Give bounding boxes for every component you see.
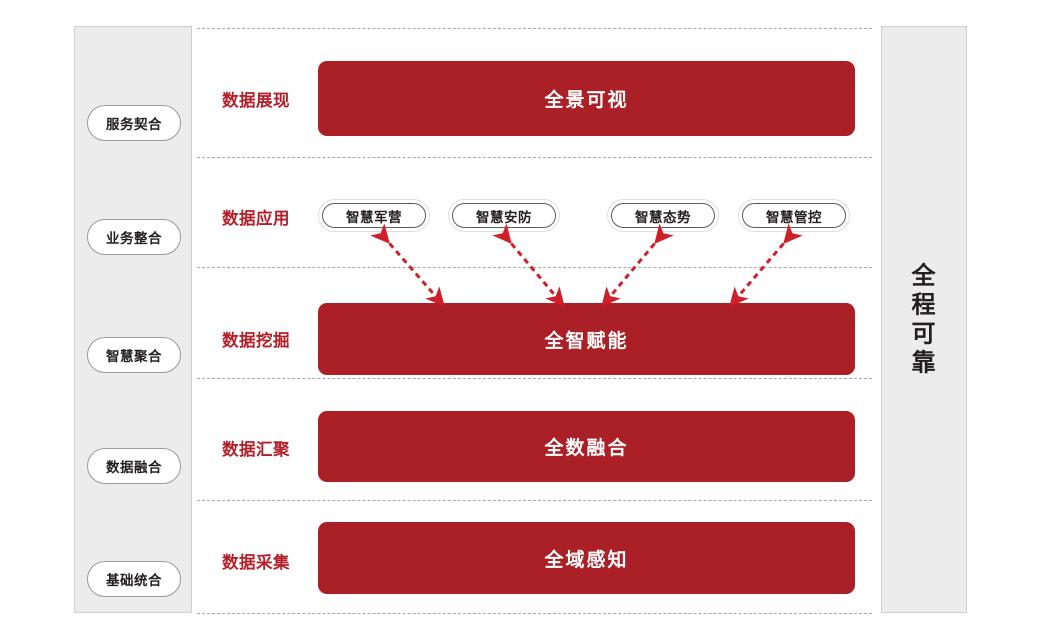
layer-label-mining: 数据挖掘 <box>222 332 290 350</box>
capability-bar-quanjingkeshi[interactable]: 全景可视 <box>318 61 855 136</box>
stage-pill-label: 业务整合 <box>106 231 162 246</box>
app-pill-label: 智慧管控 <box>742 203 846 228</box>
app-pill-zhihuijunying[interactable]: 智慧军营 <box>318 199 430 232</box>
stage-pill-zhihuijuhe[interactable]: 智慧聚合 <box>87 337 181 373</box>
reliability-title: 全 程 可 靠 <box>882 261 966 378</box>
stage-pill-shujuronghe[interactable]: 数据融合 <box>87 448 181 484</box>
layer-divider <box>197 378 872 379</box>
capability-bar-quanshuronghe[interactable]: 全数融合 <box>318 411 855 482</box>
stage-pill-yewuzhenghe[interactable]: 业务整合 <box>87 219 181 255</box>
stage-pill-label: 基础统合 <box>106 573 162 588</box>
app-pill-zhihuianfang[interactable]: 智慧安防 <box>448 199 560 232</box>
app-pill-label: 智慧安防 <box>452 203 556 228</box>
stage-pill-label: 数据融合 <box>106 460 162 475</box>
layer-label-application: 数据应用 <box>222 210 290 228</box>
capability-bar-quanyuganzhi[interactable]: 全域感知 <box>318 522 855 594</box>
reliability-title-char: 可 <box>911 320 937 348</box>
stage-pill-fuwuqihe[interactable]: 服务契合 <box>87 105 181 141</box>
layer-divider <box>197 500 872 501</box>
reliability-title-char: 程 <box>911 291 937 319</box>
layer-divider <box>197 267 872 268</box>
layer-label-aggregation: 数据汇聚 <box>222 441 290 459</box>
app-pill-label: 智慧态势 <box>611 203 715 228</box>
reliability-panel: 全 程 可 靠 <box>881 26 967 613</box>
layer-divider <box>197 613 872 614</box>
layer-label-presentation: 数据展现 <box>222 92 290 110</box>
capability-bar-quanzhifuneng[interactable]: 全智赋能 <box>318 303 855 375</box>
layer-divider <box>197 157 872 158</box>
app-pill-zhihuiguankong[interactable]: 智慧管控 <box>738 199 850 232</box>
app-pill-zhihuitaishi[interactable]: 智慧态势 <box>607 199 719 232</box>
app-pill-label: 智慧军营 <box>322 203 426 228</box>
stage-pill-label: 服务契合 <box>106 117 162 132</box>
stage-pill-jichutonghe[interactable]: 基础统合 <box>87 561 181 597</box>
stage-pill-label: 智慧聚合 <box>106 349 162 364</box>
reliability-title-char: 全 <box>911 261 937 289</box>
integration-stage-panel: 服务契合 业务整合 智慧聚合 数据融合 基础统合 <box>74 26 192 613</box>
layer-divider <box>197 28 872 29</box>
reliability-title-char: 靠 <box>911 349 937 377</box>
layer-label-collection: 数据采集 <box>222 554 290 572</box>
